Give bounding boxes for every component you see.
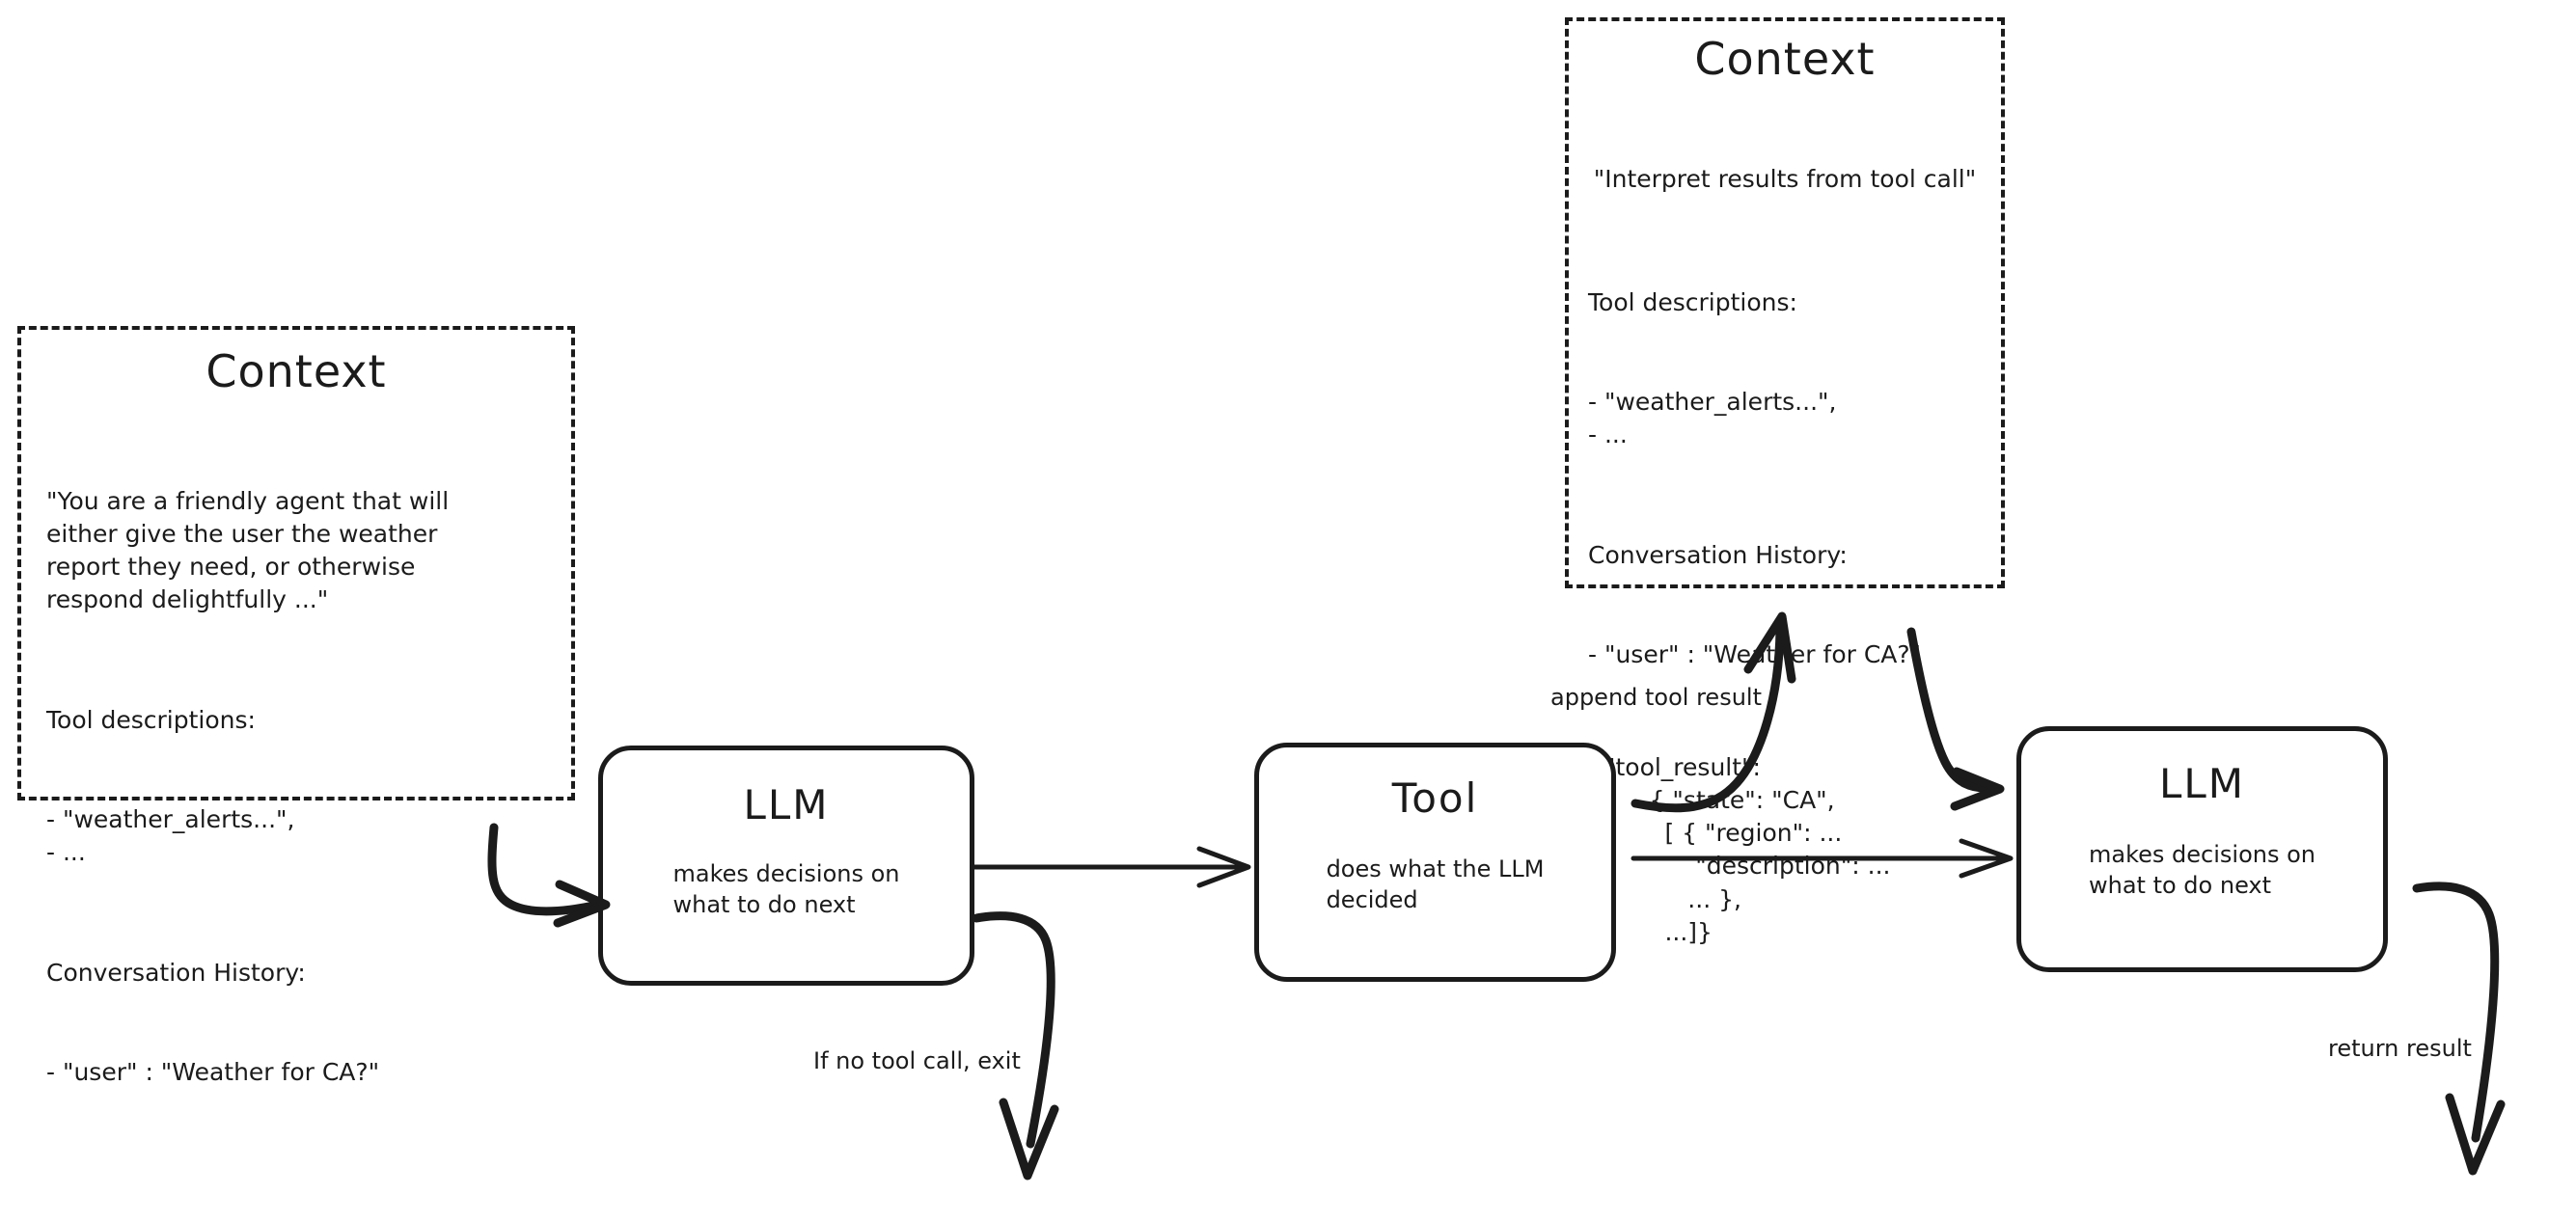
context-box-left: Context "You are a friendly agent that w…	[17, 326, 575, 1086]
arrow-llm-right-return-result	[2412, 882, 2506, 1176]
node-tool-subtitle: does what the LLM decided	[1326, 855, 1545, 913]
context-left-body: "You are a friendly agent that will eith…	[46, 419, 546, 1154]
node-llm-right-title: LLM	[2158, 760, 2246, 807]
context-right-history-header: Conversation History:	[1588, 541, 1848, 569]
edge-label-return-result: return result	[2328, 1035, 2472, 1062]
context-left-tools-items: - "weather_alerts...", - ...	[46, 804, 295, 866]
context-right-history-user: - "user" : "Weather for CA?"	[1588, 639, 1922, 668]
context-left-title: Context	[206, 345, 387, 397]
node-tool-title: Tool	[1391, 774, 1479, 822]
edge-label-append-tool-result: append tool result	[1550, 684, 1762, 711]
node-tool[interactable]: Tool does what the LLM decided	[1254, 743, 1616, 982]
arrow-llm-left-exit	[972, 911, 1059, 1180]
edge-label-if-no-tool-call-exit: If no tool call, exit	[813, 1047, 1021, 1074]
context-right-tools-items: - "weather_alerts...", - ...	[1588, 388, 1837, 449]
context-right-tools-header: Tool descriptions:	[1588, 288, 1797, 317]
context-left-history-header: Conversation History:	[46, 958, 306, 987]
context-box-right: Context "Interpret results from tool cal…	[1565, 17, 2005, 946]
node-llm-left-title: LLM	[743, 781, 830, 828]
context-right-body: "Interpret results from tool call" Tool …	[1588, 96, 1982, 1016]
context-right-title: Context	[1694, 33, 1876, 85]
context-right-system-prompt: "Interpret results from tool call"	[1593, 164, 1977, 193]
node-llm-left-subtitle: makes decisions on what to do next	[672, 860, 900, 918]
node-llm-right[interactable]: LLM makes decisions on what to do next	[2016, 726, 2388, 972]
node-llm-right-subtitle: makes decisions on what to do next	[2089, 841, 2316, 899]
node-llm-left[interactable]: LLM makes decisions on what to do next	[598, 746, 974, 986]
context-left-tools-header: Tool descriptions:	[46, 706, 256, 734]
context-right-tool-result: - "tool_result": { "state": "CA", [ { "r…	[1588, 752, 1891, 946]
context-left-history-items: - "user" : "Weather for CA?"	[46, 1057, 380, 1086]
arrow-llm-left-to-tool	[970, 846, 1251, 888]
context-left-system-prompt: "You are a friendly agent that will eith…	[46, 486, 450, 614]
